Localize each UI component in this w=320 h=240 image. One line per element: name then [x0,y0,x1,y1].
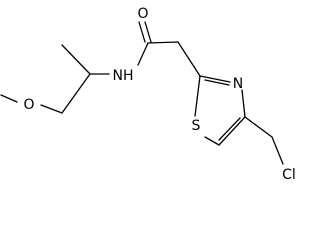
bond-carbonyl-double-2 [144,21,152,43]
bond-ch2-ch [61,73,91,114]
bond-methoxy-methyl [0,94,18,103]
bond-c2-n3-inner [204,79,230,86]
bond-s1-c2 [194,75,201,117]
bond-c4-ch2cl [244,116,273,138]
atom-labels: O NH O S N Cl [23,6,295,183]
chlorine-label: Cl [282,167,296,183]
ring-sulfur-label: S [192,118,201,134]
amide-nitrogen-label: NH [113,68,134,84]
ether-oxygen-label: O [23,97,34,113]
bond-ch2-c2 [177,41,201,77]
bond-ch2-cl [271,136,284,165]
bond-ch-methyl [61,44,91,75]
bonds [0,21,284,165]
carbonyl-oxygen-label: O [137,6,148,22]
bond-c5-s1 [204,136,220,146]
bond-carbonyl-double-1 [138,21,146,43]
bond-c4-c5 [218,116,246,146]
bond-c2-n3 [199,75,231,83]
bond-nh-carbonyl [137,42,149,66]
chemical-structure: O NH O S N Cl [0,6,296,183]
bond-c4-c5-inner [218,117,241,141]
bond-carbonyl-ch2 [147,41,179,44]
bond-ether-ch2 [40,104,63,114]
bond-n3-c4 [241,89,246,118]
ring-nitrogen-label: N [233,76,243,92]
